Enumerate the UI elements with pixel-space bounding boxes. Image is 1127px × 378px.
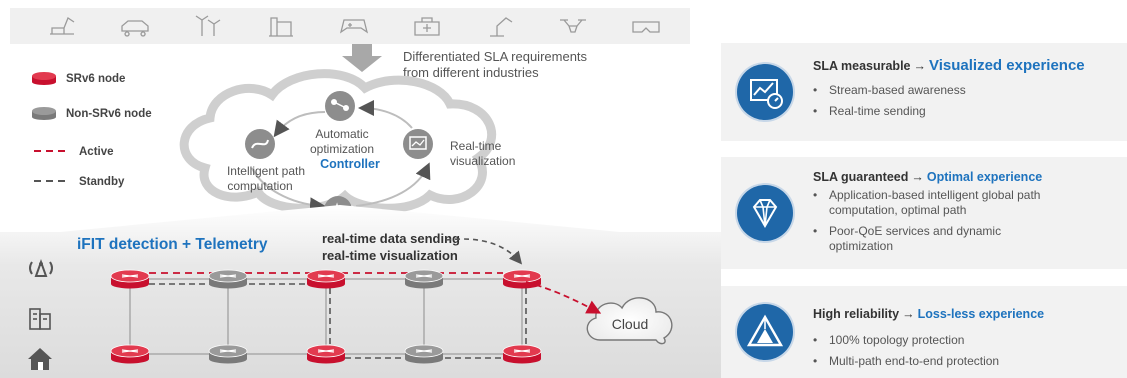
panel-title: High reliability→Loss-less experience <box>813 307 1045 321</box>
panel-optimal-experience: SLA guaranteed→Optimal experience Applic… <box>721 157 1127 269</box>
intelligent-path-icon <box>245 129 275 159</box>
down-arrow-icon <box>342 44 382 72</box>
controller-cloud <box>179 69 497 213</box>
non-srv6-node <box>208 344 248 364</box>
cloud-label: Cloud <box>612 316 649 332</box>
car-icon <box>121 20 149 37</box>
triangle-reliability-icon <box>737 304 793 360</box>
robot-arm-icon <box>490 17 513 37</box>
automatic-line1: Automatic <box>315 127 368 141</box>
srv6-node <box>502 344 542 364</box>
list-item: Poor-QoE services and dynamic optimizati… <box>813 224 1063 254</box>
srv6-node <box>306 344 346 364</box>
list-item: 100% topology protection <box>813 333 1113 348</box>
vr-headset-icon <box>632 21 660 33</box>
srv6-node <box>502 269 542 289</box>
non-srv6-node <box>404 269 444 289</box>
list-item: Stream-based awareness <box>813 83 1113 98</box>
home-icon <box>28 348 52 370</box>
panel-title: SLA measurable→Visualized experience <box>813 57 1085 74</box>
antenna-icon <box>29 259 53 277</box>
wind-turbine-icon <box>195 15 221 36</box>
legend-srv6-node-icon <box>32 72 56 85</box>
legend-non-srv6-label: Non-SRv6 node <box>66 108 152 120</box>
drone-icon <box>560 19 586 33</box>
legend-active-label: Active <box>79 146 114 158</box>
realtime-data-line1: real-time data sending <box>322 231 460 246</box>
factory-icon <box>269 17 293 37</box>
legend-srv6-label: SRv6 node <box>66 73 125 85</box>
panel-lossless-experience: High reliability→Loss-less experience 10… <box>721 286 1127 378</box>
list-item: Application-based intelligent global pat… <box>813 188 1063 218</box>
diamond-icon <box>737 185 793 241</box>
gamepad-icon <box>339 19 369 34</box>
legend-standby-label: Standby <box>79 176 125 188</box>
automatic-optimization-icon <box>325 91 355 121</box>
network-ground <box>0 205 721 378</box>
panel-title: SLA guaranteed→Optimal experience <box>813 170 1043 184</box>
sla-note-line2: from different industries <box>403 65 539 80</box>
srv6-node <box>110 269 150 289</box>
non-srv6-node <box>208 269 248 289</box>
srv6-node <box>110 344 150 364</box>
panel-visualized-experience: SLA measurable→Visualized experience Str… <box>721 43 1127 141</box>
medical-kit-icon <box>414 17 440 36</box>
list-item: Real-time sending <box>813 104 1113 119</box>
realtime-line1: Real-time <box>450 139 502 153</box>
non-srv6-node <box>404 344 444 364</box>
realtime-data-line2: real-time visualization <box>322 248 458 263</box>
intelligent-line1: Intelligent path <box>227 164 305 178</box>
automatic-line2: optimization <box>310 142 374 156</box>
srv6-node <box>306 269 346 289</box>
realtime-visualization-icon <box>403 129 433 159</box>
network-diagram: Differentiated SLA requirements from dif… <box>0 8 721 378</box>
sla-note-line1: Differentiated SLA requirements <box>403 49 588 64</box>
list-item: Multi-path end-to-end protection <box>813 354 1113 369</box>
controller-label: Controller <box>320 157 380 171</box>
realtime-line2: visualization <box>450 154 515 168</box>
legend-non-srv6-node-icon <box>32 107 56 120</box>
monitor-chart-icon <box>737 64 793 120</box>
building-icon <box>29 308 51 330</box>
legend: SRv6 node Non-SRv6 node Active Standby <box>32 72 152 188</box>
ifit-label: iFIT detection + Telemetry <box>77 236 268 253</box>
excavator-icon <box>50 17 75 35</box>
cloud-icon <box>586 297 673 345</box>
intelligent-line2: computation <box>227 179 292 193</box>
